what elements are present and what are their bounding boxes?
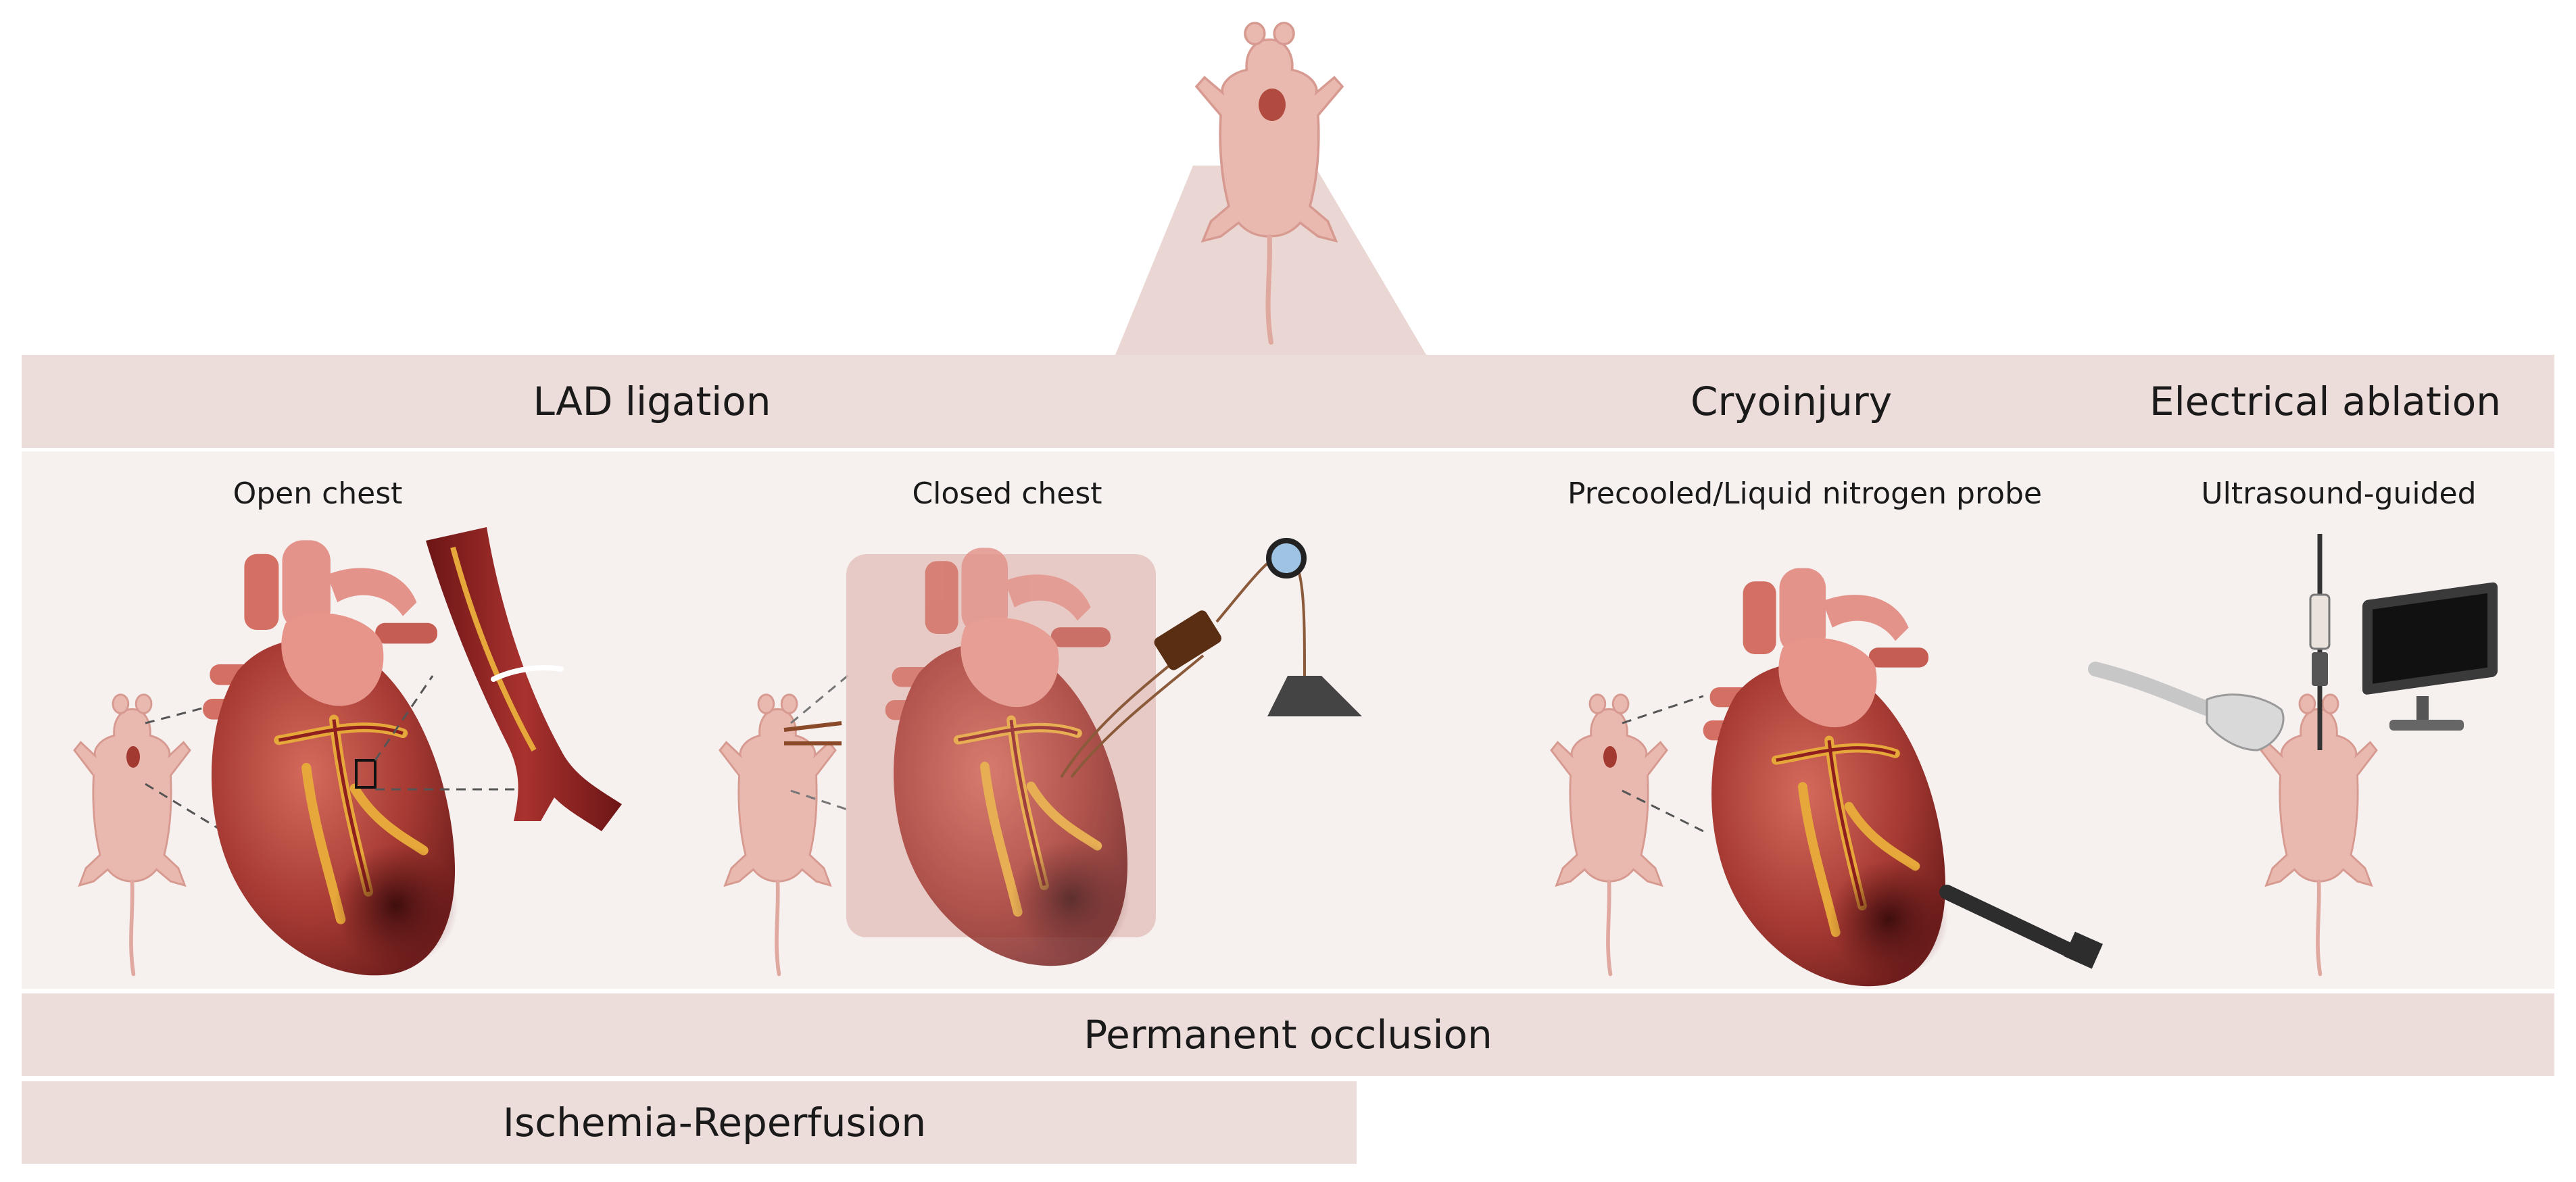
outcome-permanent-occlusion: Permanent occlusion [1084, 1012, 1492, 1058]
monitor-icon [2362, 582, 2498, 731]
top-mouse-heart [1259, 89, 1286, 121]
snare-tube [1154, 610, 1221, 670]
method-ultrasound-guided: Ultrasound-guided [2201, 476, 2477, 511]
category-cryoinjury: Cryoinjury [1690, 378, 1893, 424]
ultrasound-probe [2206, 693, 2285, 752]
closed-chest-illustration [720, 538, 1362, 974]
ischemia-reperfusion-band [22, 1081, 1357, 1164]
cryo-probe [1939, 885, 2083, 960]
category-lad-ligation: LAD ligation [533, 378, 771, 424]
pulley-wheel [1266, 538, 1307, 578]
weight-block [1267, 676, 1362, 716]
zoomed-artery [426, 527, 622, 831]
cryoinjury-illustration [1551, 568, 2103, 987]
outcome-ischemia-reperfusion: Ischemia-Reperfusion [502, 1100, 927, 1146]
open-chest-illustration [74, 527, 622, 975]
electrical-ablation-illustration [2088, 534, 2498, 974]
method-open-chest: Open chest [233, 476, 403, 511]
method-liquid-nitrogen-probe: Precooled/Liquid nitrogen probe [1568, 476, 2042, 511]
method-closed-chest: Closed chest [912, 476, 1102, 511]
category-band [22, 355, 2554, 448]
ligation-site-box [355, 759, 376, 789]
suture-thread [491, 665, 564, 682]
category-electrical-ablation: Electrical ablation [2149, 378, 2502, 424]
permanent-occlusion-band [22, 993, 2554, 1076]
